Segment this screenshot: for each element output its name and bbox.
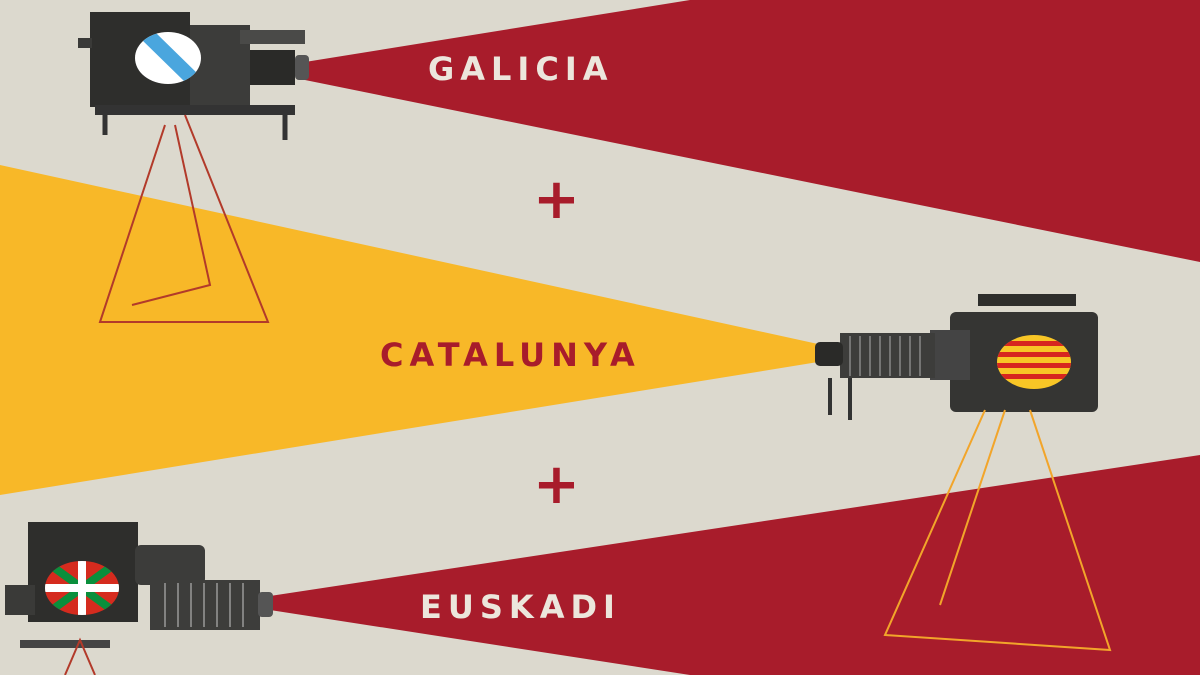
label-catalunya: CATALUNYA — [380, 336, 641, 374]
yellow-light-beam — [0, 165, 818, 495]
red-light-beam-top — [305, 0, 1200, 262]
projector-euskadi — [5, 522, 273, 675]
label-galicia: GALICIA — [428, 50, 614, 88]
projector-catalunya — [815, 294, 1112, 652]
red-light-beam-bottom — [270, 455, 1200, 675]
label-euskadi: EUSKADI — [420, 588, 621, 626]
plus-sign-bottom: + — [533, 452, 580, 517]
projector-galicia — [78, 12, 309, 323]
plus-sign-top: + — [533, 167, 580, 232]
